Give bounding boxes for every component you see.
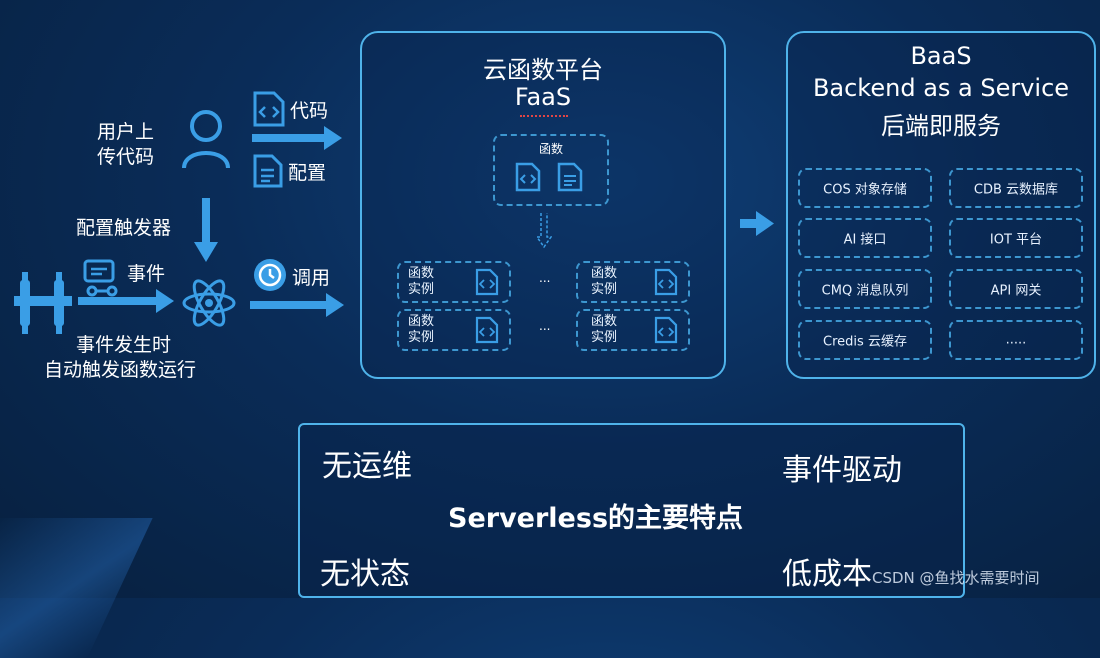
watermark: CSDN @鱼找水需要时间: [872, 569, 1040, 587]
service-label: .....: [1005, 332, 1027, 348]
code-file-icon: [654, 316, 678, 344]
service-label: AI 接口: [843, 232, 887, 248]
plug-connector-icon: [14, 272, 72, 334]
atom-trigger-icon: [182, 279, 236, 327]
decorative-corner-shape: [0, 518, 153, 658]
invoke-clock-icon: [254, 259, 286, 291]
user-icon: [182, 110, 230, 169]
service-cos: COS 对象存储: [798, 168, 932, 208]
baas-title-cn: 后端即服务: [881, 112, 1001, 140]
service-label: Credis 云缓存: [823, 334, 907, 350]
service-label: API 网关: [990, 283, 1042, 299]
function-label: 函数: [538, 142, 563, 156]
code-file-icon: [475, 268, 499, 296]
config-file-icon: [253, 154, 283, 188]
event-arrow-shaft: [78, 297, 158, 305]
arrow-right-icon: [756, 211, 774, 236]
auto-trigger-label: 自动触发函数运行: [44, 359, 197, 381]
invoke-label: 调用: [292, 267, 331, 289]
user-upload-label: 用户上 传代码: [97, 121, 155, 168]
code-file-icon: [253, 91, 285, 127]
upload-arrow-shaft: [252, 134, 326, 142]
config-trigger-label: 配置触发器: [76, 217, 172, 239]
features-title: Serverless的主要特点: [448, 503, 744, 534]
feature-stateless: 无状态: [320, 557, 410, 592]
service-api-gateway: API 网关: [949, 269, 1083, 309]
feature-event-driven: 事件驱动: [782, 453, 902, 488]
config-label: 配置: [288, 162, 327, 184]
code-file-icon: [654, 268, 678, 296]
arrow-right-icon: [324, 126, 342, 150]
dashed-down-arrow-icon: [536, 213, 552, 249]
arrow-right-icon: [326, 293, 344, 317]
service-cdb: CDB 云数据库: [949, 168, 1083, 208]
service-iot: IOT 平台: [949, 218, 1083, 258]
instance-box: 函数实例: [397, 309, 511, 351]
instance-box: 函数实例: [397, 261, 511, 303]
feature-low-cost: 低成本: [782, 557, 872, 592]
instance-ellipsis: ...: [539, 271, 551, 285]
instance-label: 函数实例: [408, 266, 435, 297]
service-cmq: CMQ 消息队列: [798, 269, 932, 309]
features-panel: 无运维 事件驱动 Serverless的主要特点 无状态 低成本: [298, 423, 965, 598]
config-file-icon: [557, 162, 583, 192]
code-file-icon: [475, 316, 499, 344]
baas-panel: BaaS Backend as a Service 后端即服务 COS 对象存储…: [786, 31, 1096, 379]
instance-ellipsis: ...: [539, 319, 551, 333]
service-label: IOT 平台: [989, 232, 1043, 248]
faas-underline: [520, 113, 568, 117]
feature-no-ops: 无运维: [322, 449, 412, 484]
service-more: .....: [949, 320, 1083, 360]
baas-title: BaaS: [910, 42, 972, 70]
service-label: CDB 云数据库: [973, 182, 1059, 198]
service-label: COS 对象存储: [823, 182, 907, 198]
arrow-right-icon: [156, 289, 174, 313]
service-label: CMQ 消息队列: [821, 283, 909, 299]
event-occur-label: 事件发生时: [76, 334, 172, 356]
code-file-icon: [515, 162, 541, 192]
instance-box: 函数实例: [576, 309, 690, 351]
function-box: 函数: [493, 134, 609, 206]
invoke-arrow-shaft: [250, 301, 328, 309]
faas-title: 云函数平台: [483, 56, 603, 84]
event-icon: [83, 259, 118, 297]
instance-label: 函数实例: [591, 266, 618, 297]
event-label: 事件: [127, 263, 166, 285]
faas-subtitle: FaaS: [514, 83, 572, 111]
faas-panel: 云函数平台 FaaS 函数 函数实例 ... 函数实例 函数实例 ... 函数实…: [360, 31, 726, 379]
instance-label: 函数实例: [408, 314, 435, 345]
instance-box: 函数实例: [576, 261, 690, 303]
down-arrow-shaft: [202, 198, 210, 244]
baas-title-full: Backend as a Service: [812, 74, 1070, 102]
instance-label: 函数实例: [591, 314, 618, 345]
service-ai: AI 接口: [798, 218, 932, 258]
code-label: 代码: [290, 100, 329, 122]
faas-to-baas-arrow-shaft: [740, 219, 758, 228]
arrow-down-icon: [194, 242, 218, 262]
service-credis: Credis 云缓存: [798, 320, 932, 360]
